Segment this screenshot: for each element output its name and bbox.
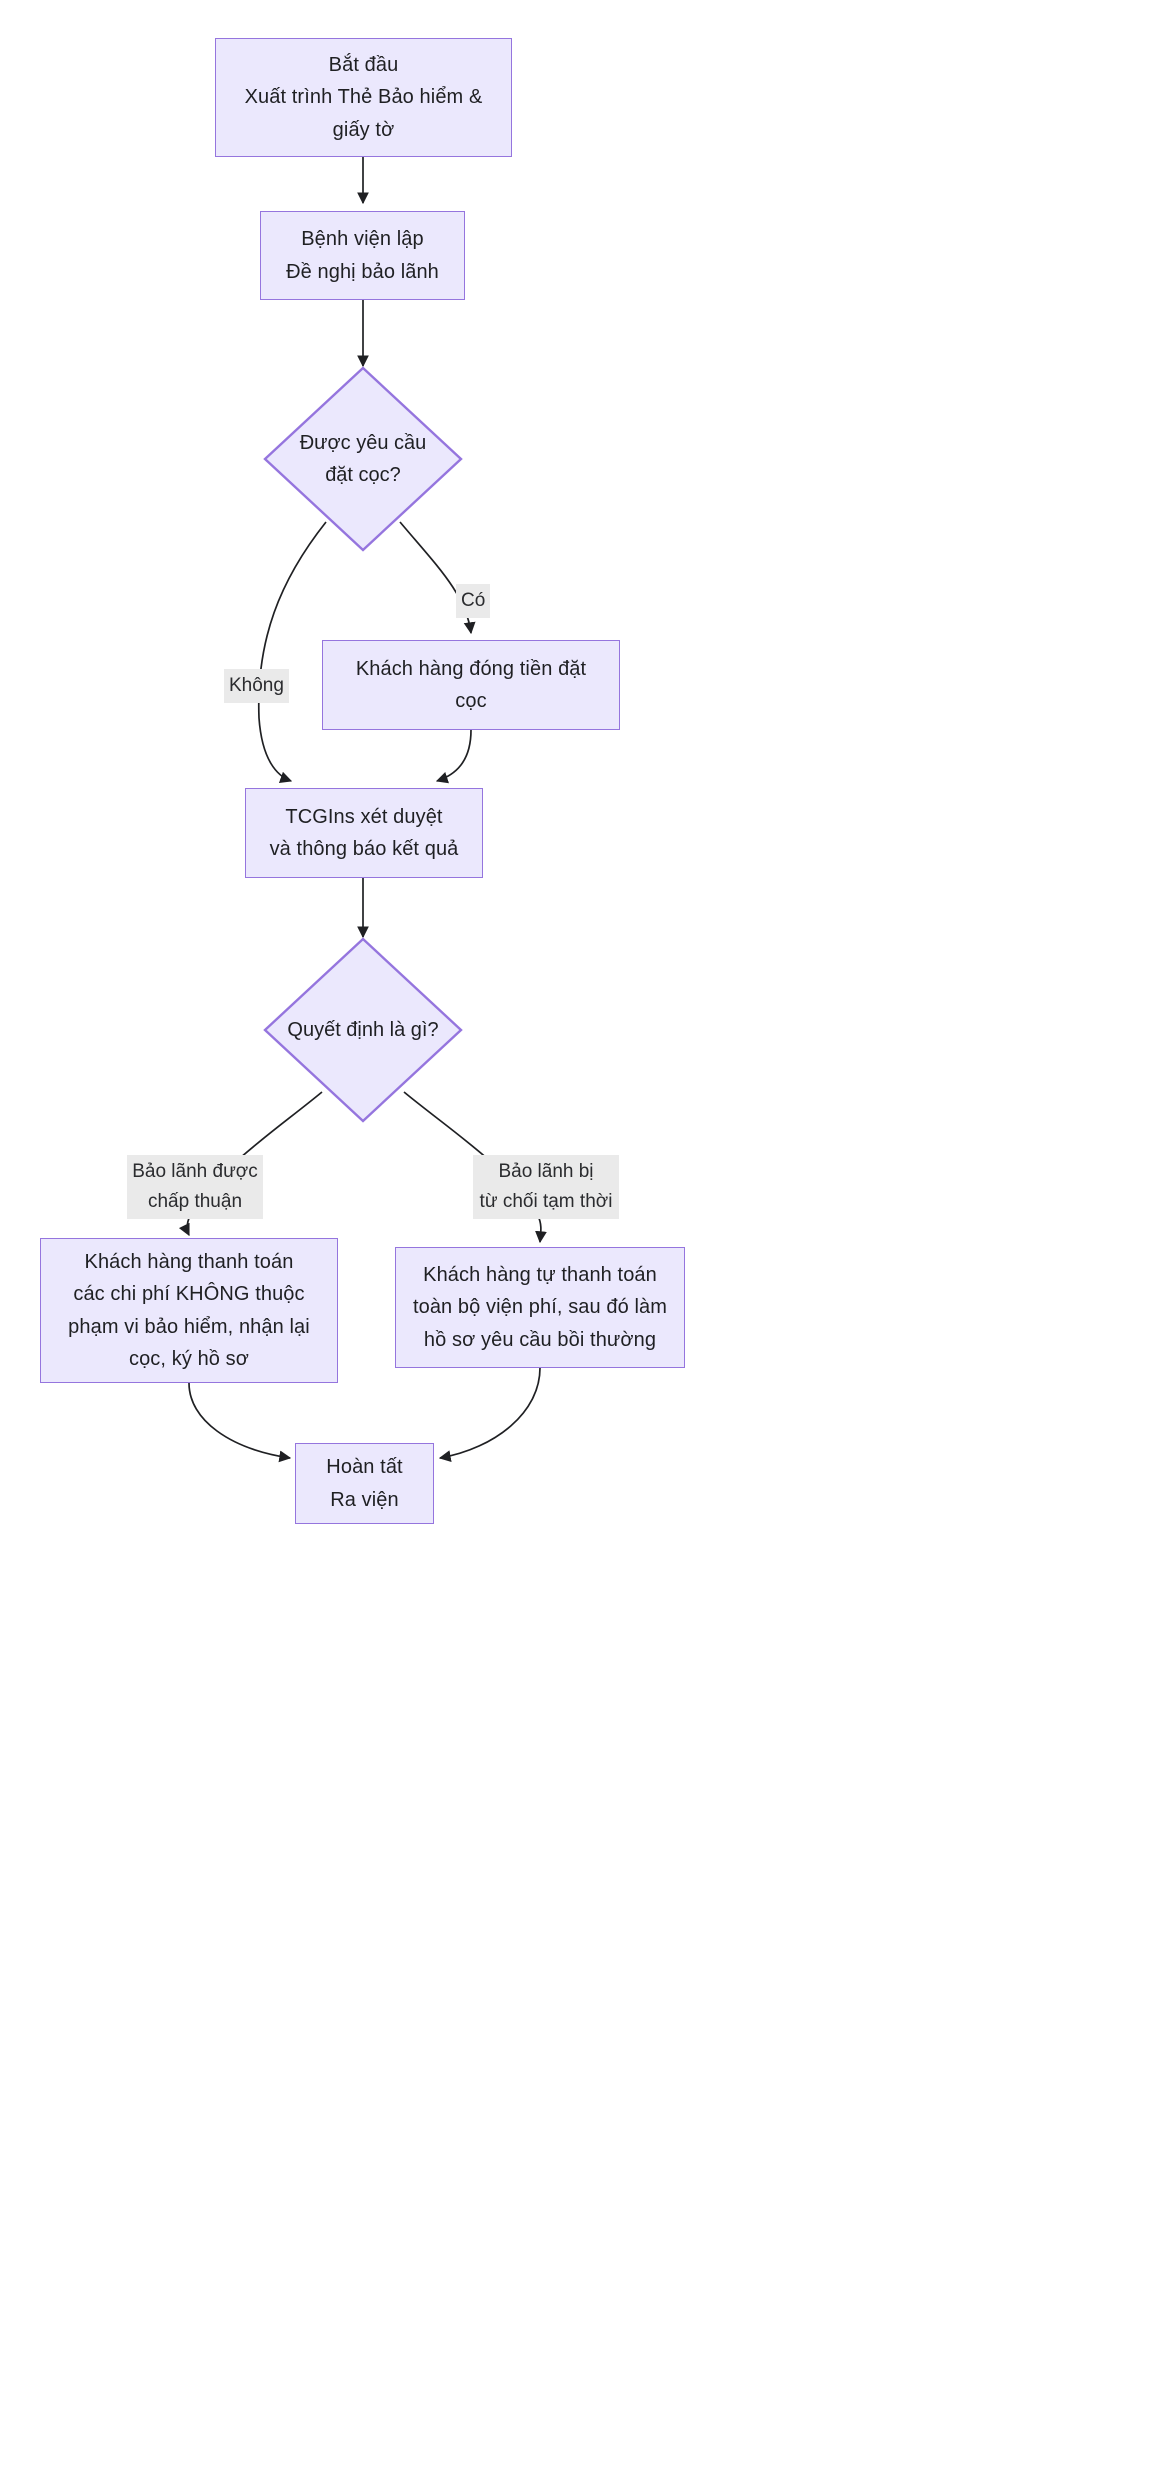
node-finish-label: Hoàn tất Ra viện xyxy=(326,1456,403,1511)
edge-label-approved: Bảo lãnh được chấp thuận xyxy=(127,1155,263,1220)
node-start[interactable]: Bắt đầu Xuất trình Thẻ Bảo hiểm & giấy t… xyxy=(215,38,512,157)
edge-label-rejected: Bảo lãnh bị từ chối tạm thời xyxy=(473,1155,619,1220)
edge-pay-review xyxy=(435,729,472,784)
node-tcgins-review-label: TCGIns xét duyệt và thông báo kết quả xyxy=(269,805,459,860)
node-start-label: Bắt đầu Xuất trình Thẻ Bảo hiểm & giấy t… xyxy=(244,53,483,141)
edge-rejected-finish xyxy=(438,1367,541,1462)
node-rejected-outcome-label: Khách hàng tự thanh toán toàn bộ viện ph… xyxy=(412,1263,668,1351)
node-finish[interactable]: Hoàn tất Ra viện xyxy=(295,1443,434,1524)
node-rejected-outcome[interactable]: Khách hàng tự thanh toán toàn bộ viện ph… xyxy=(395,1247,685,1368)
node-hospital-request[interactable]: Bệnh viện lập Đề nghị bảo lãnh xyxy=(260,211,465,300)
node-decision-question-label: Quyết định là gì? xyxy=(287,1018,439,1041)
node-pay-deposit[interactable]: Khách hàng đóng tiền đặt cọc xyxy=(322,640,620,730)
edge-deposit-question-review-no xyxy=(257,521,327,783)
node-approved-outcome-label: Khách hàng thanh toán các chi phí KHÔNG … xyxy=(68,1250,310,1370)
node-decision-question[interactable]: Quyết định là gì? xyxy=(263,937,463,1123)
edge-approved-finish xyxy=(188,1382,292,1463)
node-hospital-request-label: Bệnh viện lập Đề nghị bảo lãnh xyxy=(286,228,439,283)
node-pay-deposit-label: Khách hàng đóng tiền đặt cọc xyxy=(355,657,587,712)
node-deposit-question-label: Được yêu cầu đặt cọc? xyxy=(299,431,427,486)
node-approved-outcome[interactable]: Khách hàng thanh toán các chi phí KHÔNG … xyxy=(40,1238,338,1383)
edge-label-no: Không xyxy=(224,669,289,704)
edge-label-yes: Có xyxy=(456,584,491,619)
diamond-shape xyxy=(263,366,463,552)
node-tcgins-review[interactable]: TCGIns xét duyệt và thông báo kết quả xyxy=(245,788,483,878)
node-deposit-question[interactable]: Được yêu cầu đặt cọc? xyxy=(263,366,463,552)
diamond-shape xyxy=(263,937,463,1123)
